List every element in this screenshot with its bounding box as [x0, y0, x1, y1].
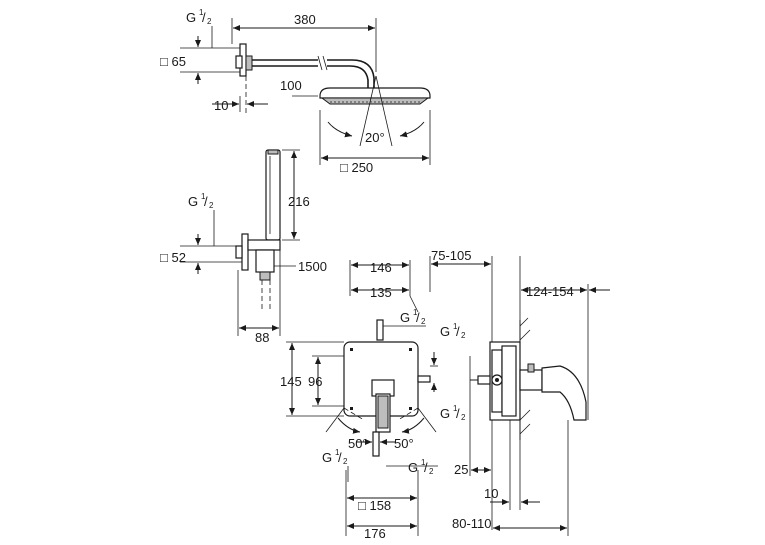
hand-shower-dim-length: 216 [288, 194, 310, 209]
mixer-front-view: 146 135 G 1 / 2 G 1 / 2 G 1 / 2 [280, 260, 466, 541]
hand-shower-thread-den: 2 [209, 201, 214, 210]
mixer-thread-bl-label: G [322, 450, 332, 465]
hand-shower-thread-slash: / [204, 194, 208, 209]
mixer-thread-top-label: G [400, 310, 410, 325]
side-dim-25: 25 [454, 462, 468, 477]
shower-head-thread-label: G [186, 10, 196, 25]
mixer-thread-top-num: 1 [413, 308, 418, 317]
hand-shower-dim-depth: 88 [255, 330, 269, 345]
mixer-thread-br-num: 1 [421, 458, 426, 467]
mixer-thread-rt-label: G [440, 324, 450, 339]
hand-shower-thread-label: G [188, 194, 198, 209]
side-dim-projection: 124-154 [526, 284, 574, 299]
mixer-side-view: 75-105 124-154 25 10 [429, 248, 610, 536]
hand-shower-dim-hose: 1500 [298, 259, 327, 274]
side-dim-10: 10 [484, 486, 498, 501]
hand-shower-thread-num: 1 [201, 192, 206, 201]
mixer-thread-bl-den: 2 [343, 457, 348, 466]
mixer-angle-right: 50° [394, 436, 414, 451]
side-dim-wall-range: 80-110 [452, 516, 492, 531]
mixer-dim-135: 135 [370, 285, 392, 300]
mixer-thread-rt-num: 1 [453, 322, 458, 331]
shower-head-dim-offset: 10 [214, 98, 228, 113]
shower-head-dim-flange: □ 65 [160, 54, 186, 69]
mixer-thread-br-slash: / [424, 460, 428, 475]
shower-head-thread-slash: / [202, 10, 206, 25]
mixer-thread-bl-num: 1 [335, 448, 340, 457]
shower-head-dim-size: □ 250 [340, 160, 373, 175]
mixer-thread-rb-slash: / [456, 406, 460, 421]
hand-shower-dim-flange: □ 52 [160, 250, 186, 265]
mixer-thread-top-den: 2 [421, 317, 426, 326]
mixer-dim-plate: □ 158 [358, 498, 391, 513]
mixer-thread-rt-slash: / [456, 324, 460, 339]
mixer-thread-rb-den: 2 [461, 413, 466, 422]
shower-head-thread-num: 1 [199, 8, 204, 17]
mixer-thread-rb-num: 1 [453, 404, 458, 413]
side-dim-install-depth: 75-105 [431, 248, 471, 263]
mixer-dim-145: 145 [280, 374, 302, 389]
mixer-thread-bl-slash: / [338, 450, 342, 465]
shower-head-thread-den: 2 [207, 17, 212, 26]
shower-head-dim-arm: 380 [294, 12, 316, 27]
shower-head-view: G 1 / 2 380 □ 65 100 [160, 8, 431, 175]
mixer-dim-total: 176 [364, 526, 386, 541]
shower-head-dim-angle: 20° [365, 130, 385, 145]
mixer-thread-br-den: 2 [429, 467, 434, 476]
mixer-thread-top-slash: / [416, 310, 420, 325]
shower-head-dim-drop: 100 [280, 78, 302, 93]
mixer-dim-146: 146 [370, 260, 392, 275]
mixer-angle-left: 50° [348, 436, 368, 451]
hand-shower-view: 216 G 1 / 2 □ 52 1500 88 [160, 149, 327, 345]
mixer-dim-96: 96 [308, 374, 322, 389]
mixer-thread-br-label: G [408, 460, 418, 475]
mixer-thread-rt-den: 2 [461, 331, 466, 340]
mixer-thread-rb-label: G [440, 406, 450, 421]
